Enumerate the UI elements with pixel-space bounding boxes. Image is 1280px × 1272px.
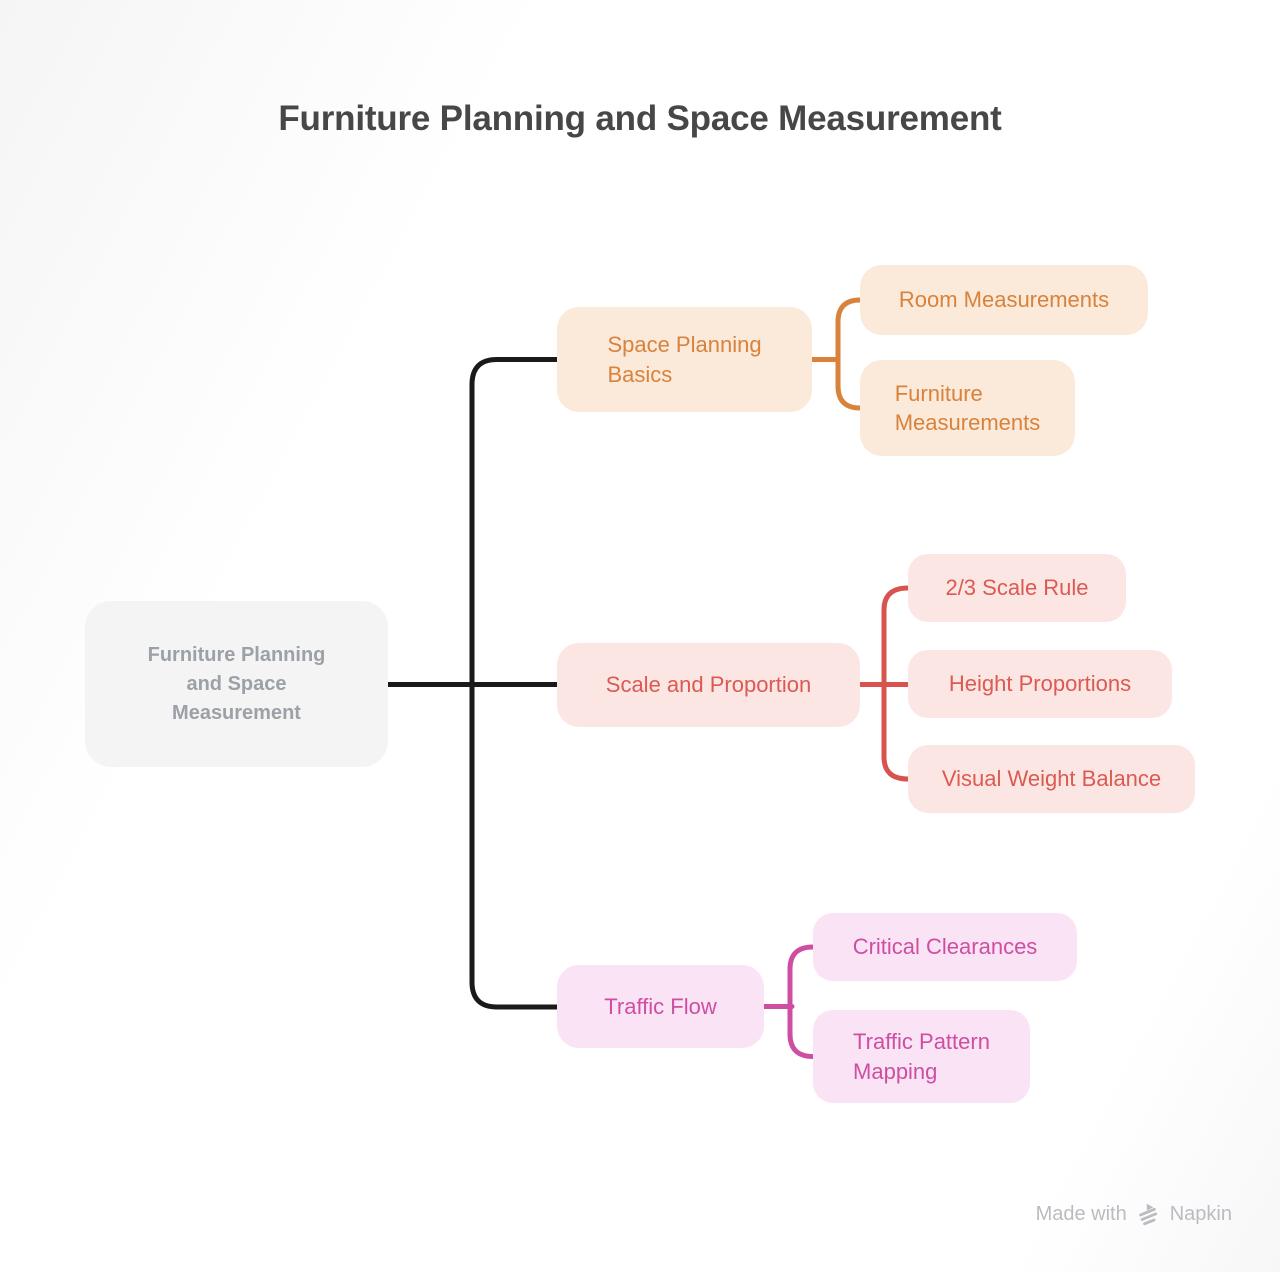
leaf-node-label: 2/3 Scale Rule (945, 575, 1089, 601)
leaf-node-visual-weight-balance: Visual Weight Balance (908, 745, 1195, 813)
leaf-node-label: Room Measurements (898, 287, 1110, 313)
leaf-node-label: Furniture Measurements (894, 380, 1041, 435)
leaf-node-room-measurements: Room Measurements (860, 265, 1148, 335)
diagram-title: Furniture Planning and Space Measurement (278, 99, 1002, 138)
branch-node-label: Space Planning Basics (607, 332, 762, 387)
root-node: Furniture Planning and Space Measurement (85, 601, 388, 767)
watermark-brand: Napkin (1169, 1203, 1232, 1225)
leaf-node-label: Traffic Pattern Mapping (853, 1029, 990, 1084)
branch-node-space-planning-basics: Space Planning Basics (557, 307, 812, 412)
branch-node-traffic-flow: Traffic Flow (557, 965, 764, 1048)
traffic-children-connector (787, 944, 821, 1059)
leaf-node-traffic-pattern-mapping: Traffic Pattern Mapping (813, 1010, 1030, 1103)
leaf-node-height-proportions: Height Proportions (908, 650, 1172, 718)
leaf-node-two-thirds-scale-rule: 2/3 Scale Rule (908, 554, 1126, 622)
leaf-node-critical-clearances: Critical Clearances (813, 913, 1077, 981)
branch-node-scale-and-proportion: Scale and Proportion (557, 643, 860, 727)
leaf-node-label: Visual Weight Balance (941, 766, 1162, 792)
trunk-connector (469, 357, 569, 1010)
leaf-node-furniture-measurements: Furniture Measurements (860, 360, 1075, 456)
space-children-connector (835, 297, 867, 411)
napkin-logo-icon (1138, 1203, 1157, 1226)
leaf-node-label: Critical Clearances (852, 934, 1038, 960)
branch-node-label: Traffic Flow (604, 993, 717, 1019)
leaf-node-label: Height Proportions (948, 671, 1132, 697)
branch-node-label: Scale and Proportion (605, 672, 812, 698)
watermark-prefix: Made with (1035, 1203, 1127, 1225)
made-with-napkin-link[interactable]: Made with Napkin (1036, 1202, 1232, 1227)
root-node-label: Furniture Planning and Space Measurement (147, 643, 326, 724)
scale-children-connector (881, 585, 915, 782)
